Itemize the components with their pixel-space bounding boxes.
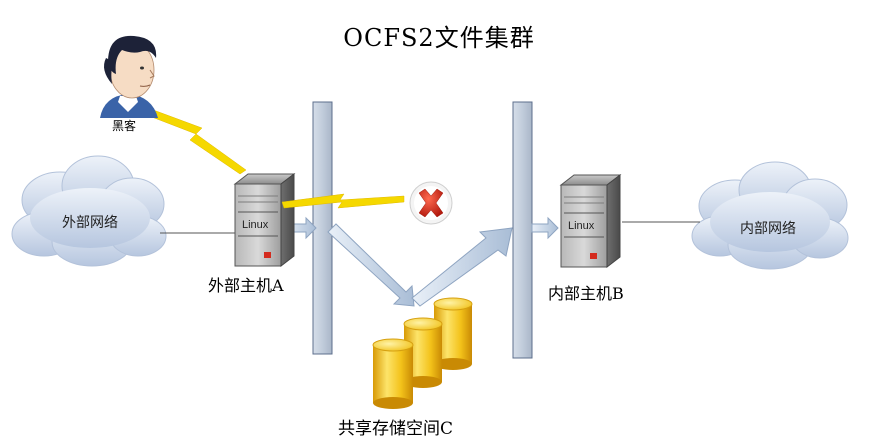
host-b-label: 内部主机B — [548, 284, 624, 303]
host-a-label: 外部主机A — [208, 276, 284, 295]
hacker-avatar-icon — [100, 35, 158, 118]
diagram-canvas — [11, 35, 849, 409]
server-b-icon — [559, 173, 622, 269]
server-b-os-label: Linux — [568, 220, 595, 232]
diagram-title: OCFS2文件集群 — [343, 24, 535, 52]
internal-network-label: 内部网络 — [740, 221, 796, 237]
hacker-label: 黑客 — [112, 119, 137, 133]
storage-cylinder-front — [372, 338, 414, 409]
arrow-panel-to-storage — [327, 223, 415, 307]
internal-network-cloud — [691, 161, 849, 270]
arrow-storage-to-panel — [411, 227, 513, 307]
server-a-icon — [233, 172, 296, 268]
blocked-x-icon — [409, 181, 453, 225]
shared-storage-cylinders-icon — [372, 297, 473, 409]
ocfs2-diagram: OCFS2文件集群 黑客 外部网络 内部网络 Linux Linux 外部主机A… — [11, 24, 849, 439]
external-network-cloud — [11, 155, 167, 267]
external-network-label: 外部网络 — [62, 215, 118, 231]
attack-lightning-bolt-icon — [143, 107, 247, 175]
firewall-panel-right — [512, 101, 533, 359]
arrow-panel-to-host-b — [531, 216, 559, 240]
server-a-os-label: Linux — [242, 219, 269, 231]
blocked-lightning-bolt-icon — [281, 193, 405, 209]
